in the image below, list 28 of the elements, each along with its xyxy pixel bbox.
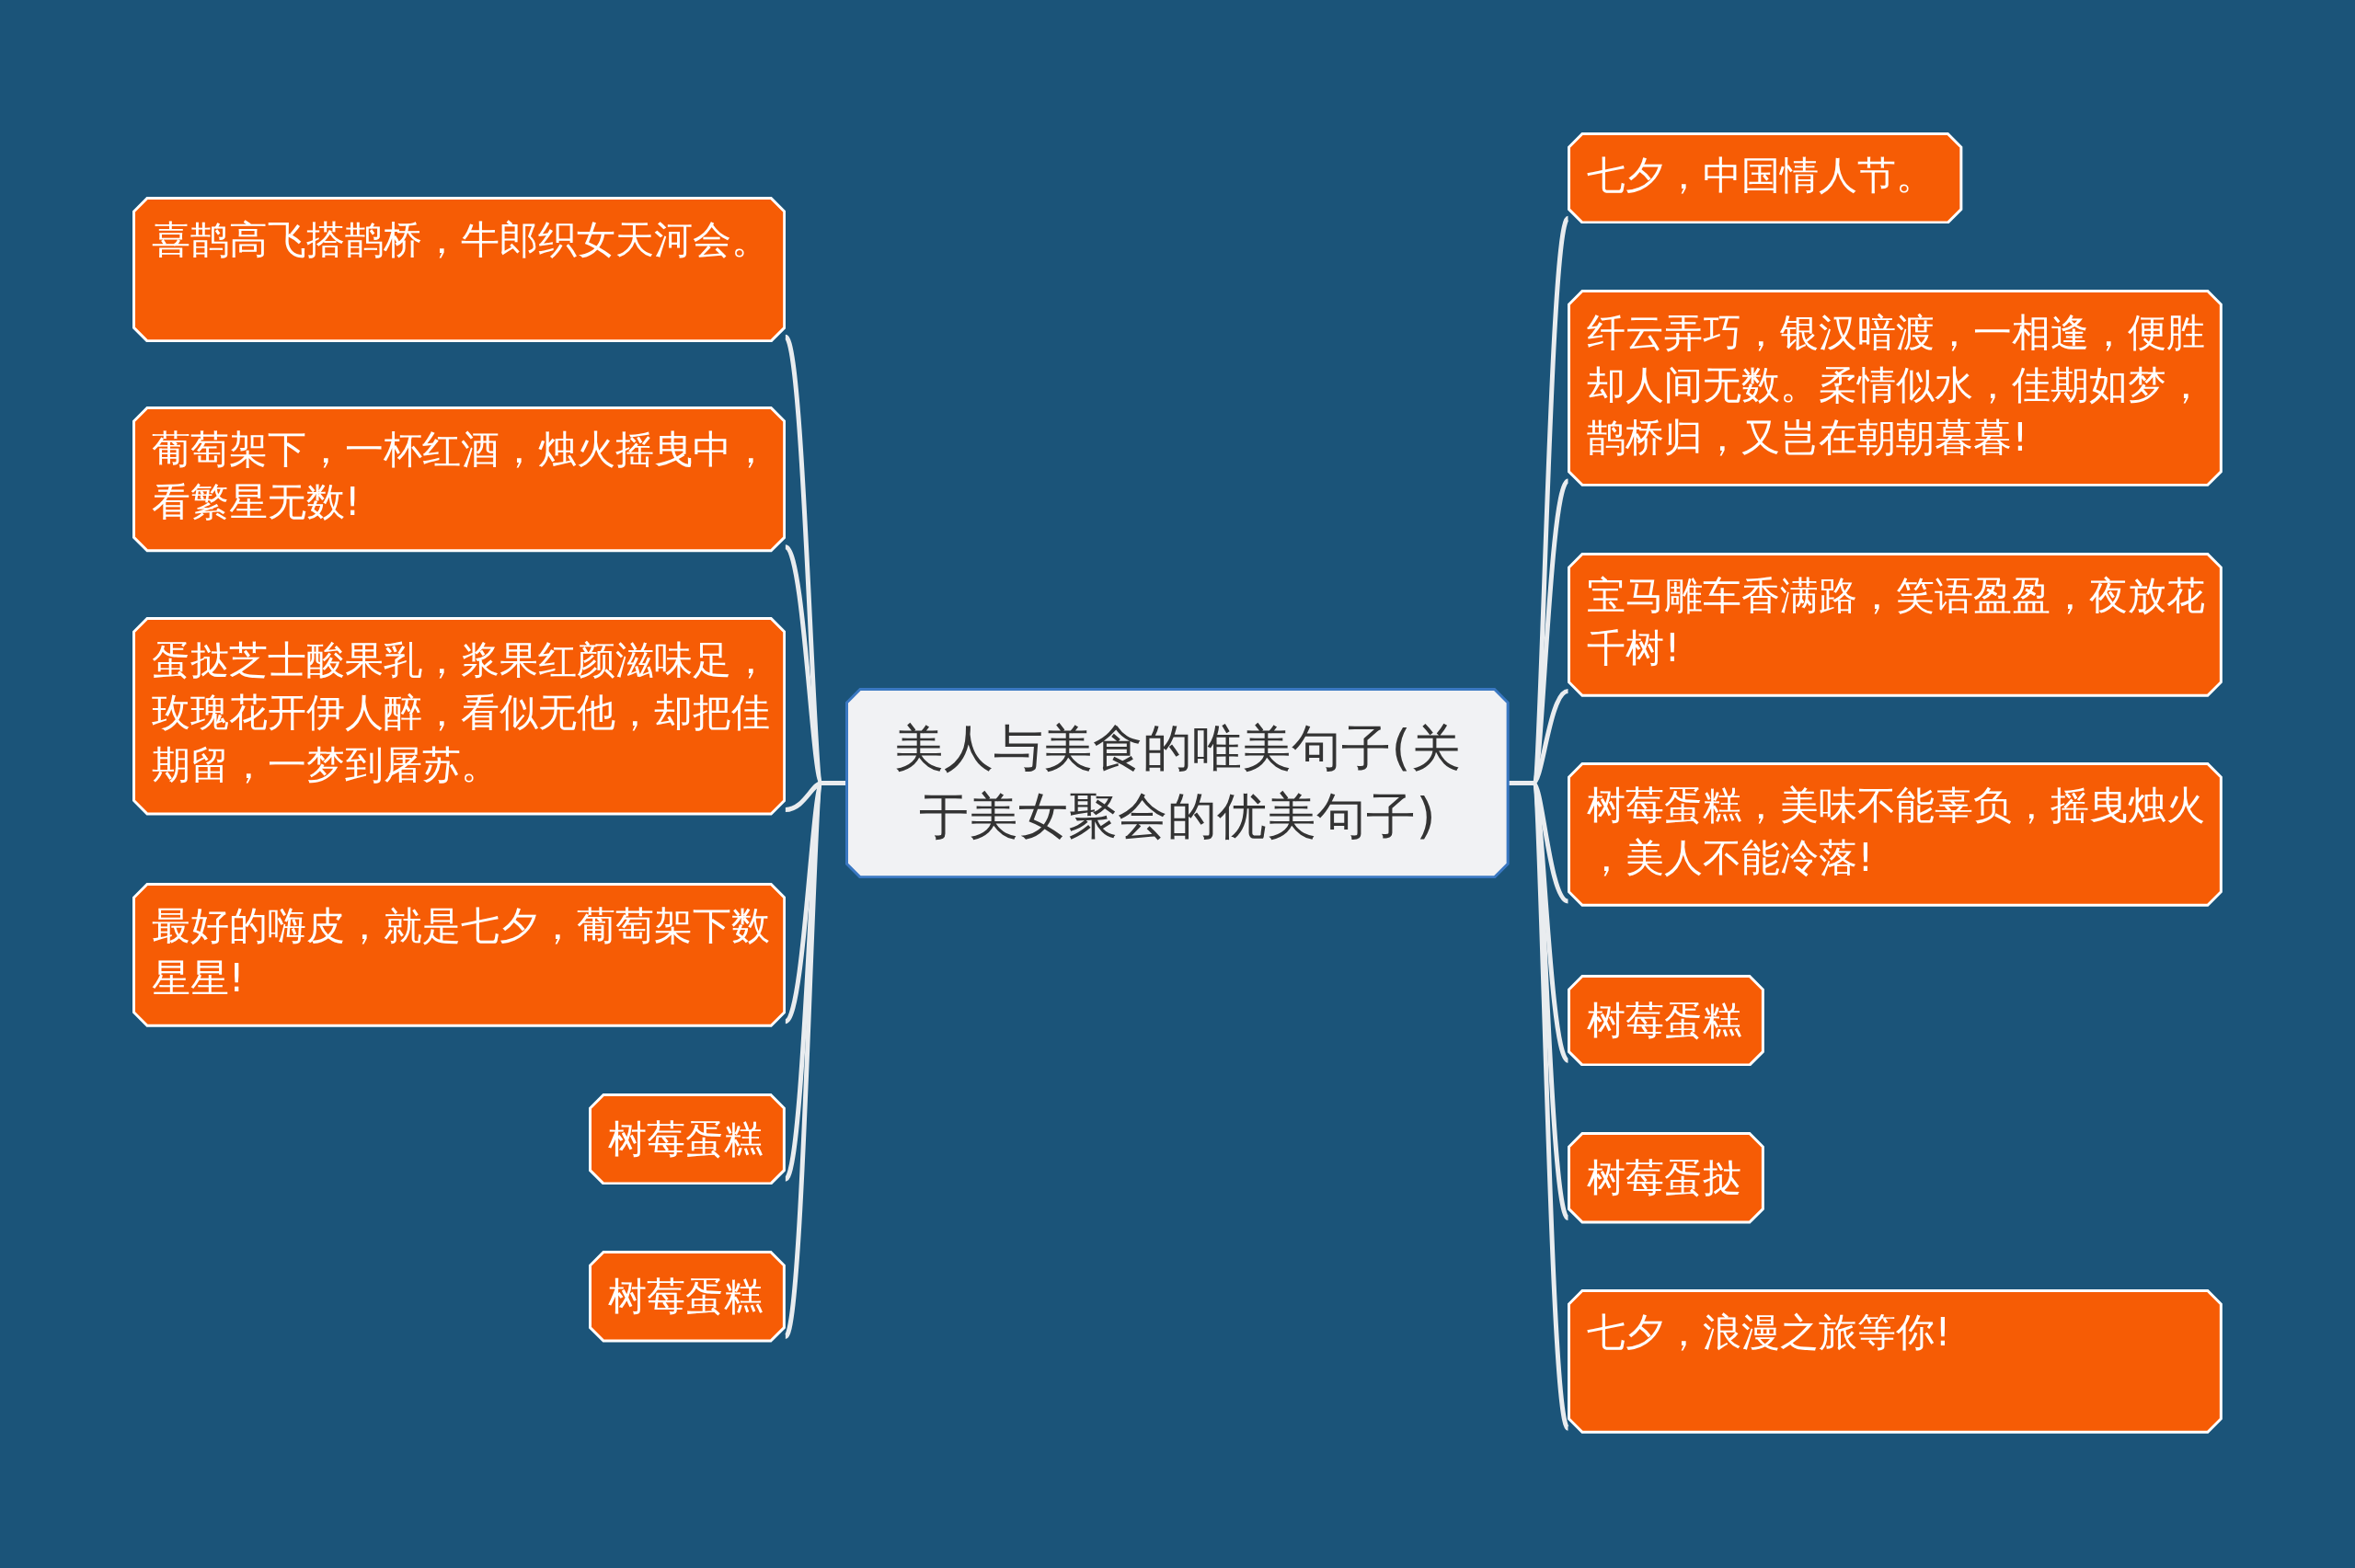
topic-text: 树莓蛋糕 [1587, 996, 1743, 1045]
central-topic-text: 美人与美食的唯美句子(关于美女聚会的优美句子) [893, 718, 1462, 848]
central-topic-box [845, 687, 1510, 879]
topic-box [1568, 762, 2223, 908]
topic-text: 蛋挞芝士酸果乳，浆果红颜滋味足，玫瑰花开伊人醉，看似无他，却把佳期留，一梦到屠苏。 [151, 636, 771, 789]
topic-text: 树莓蛋挞 [1587, 1154, 1743, 1203]
topic-box [132, 406, 786, 553]
topic-box [1568, 974, 1765, 1067]
topic-text: 树莓蛋糕，美味不能辜负，摇曳烛火，美人不能冷落! [1587, 782, 2207, 883]
topic-text: 最好的嗨皮，就是七夕，葡萄架下数星星! [151, 902, 771, 1002]
topic-box [1568, 132, 1963, 224]
topic-box [132, 883, 786, 1027]
topic-text: 葡萄架下，一杯红酒，烛火摇曳中，看繁星无数! [151, 426, 771, 527]
topic-text: 七夕，中国情人节。 [1587, 151, 1936, 200]
topic-text: 纤云弄巧，银汉暗渡，一相逢，便胜却人间无数。柔情似水，佳期如梦，鹊桥归，又岂在朝朝暮暮! [1587, 309, 2207, 463]
topic-box [589, 1251, 786, 1343]
topic-box [132, 196, 786, 343]
topic-box [589, 1093, 786, 1185]
topic-text: 宝马雕车香满路，笑语盈盈，夜放花千树! [1587, 571, 2207, 672]
topic-box [1568, 1132, 1765, 1224]
topic-box [132, 617, 786, 816]
topic-box [1568, 1289, 2223, 1435]
topic-text: 喜鹊高飞搭鹊桥，牛郎织女天河会。 [151, 215, 771, 264]
topic-text: 树莓蛋糕 [608, 1115, 764, 1163]
topic-text: 树莓蛋糕 [608, 1273, 764, 1322]
topic-box [1568, 552, 2223, 697]
topic-box [1568, 290, 2223, 486]
topic-text: 七夕，浪漫之旅等你! [1587, 1309, 1952, 1357]
